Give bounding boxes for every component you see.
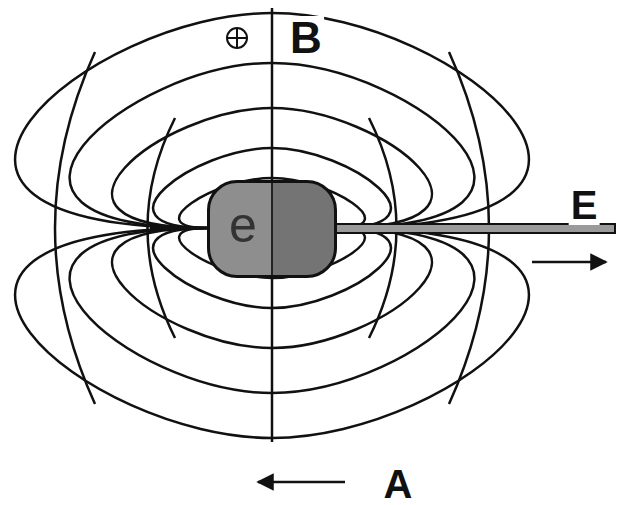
electric-field-bar [333,224,615,233]
potential-arrow [258,481,345,484]
into-page-symbol [227,28,247,48]
electron-body: e [207,180,337,278]
vector-potential-label: A [382,464,415,504]
electron-symbol: e [229,200,257,250]
field-arrow [532,261,606,264]
into-page-symbol [236,28,238,48]
magnetic-field-label: B [288,16,324,60]
equipotential-line [55,52,95,404]
field-axis [150,227,207,230]
electric-field-label: E [569,185,600,225]
